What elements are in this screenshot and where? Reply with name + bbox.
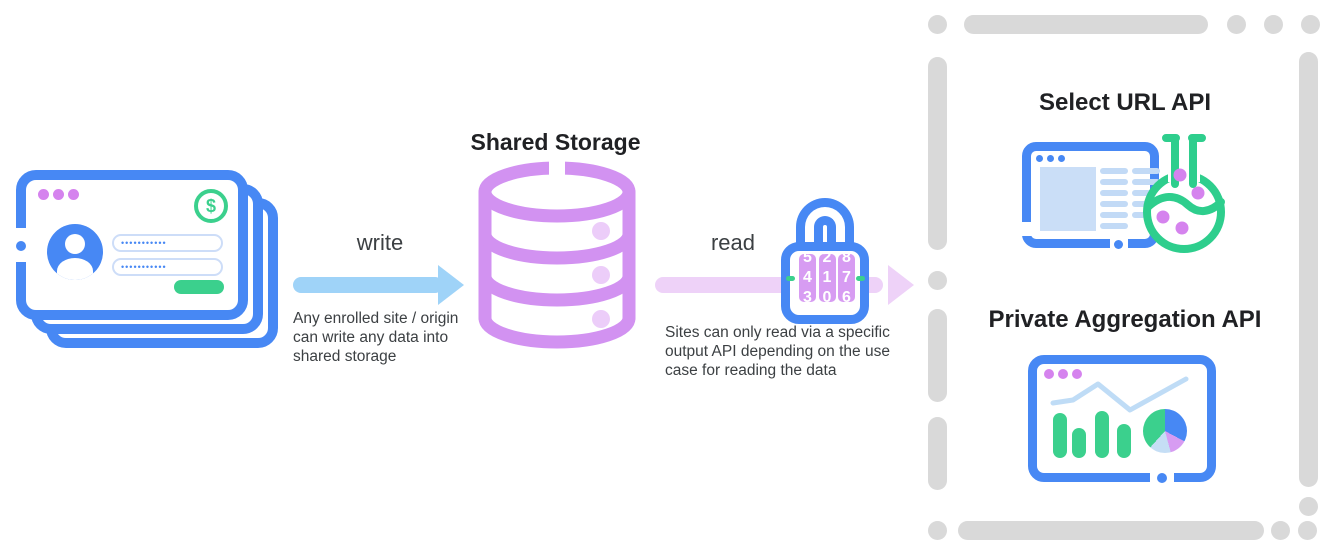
dial-digit-partial: 3: [803, 289, 812, 302]
border-gap: [1018, 222, 1032, 236]
content-line: [1100, 201, 1128, 207]
password-dots: •••••••••••: [121, 262, 167, 272]
dashed-border-segment: [928, 309, 947, 402]
dial-digit: 1: [822, 269, 832, 286]
content-line: [1132, 179, 1160, 185]
dashed-border-dot: [1227, 15, 1246, 34]
content-line: [1100, 212, 1128, 218]
bar: [1053, 413, 1067, 458]
select-url-api-title: Select URL API: [1038, 89, 1212, 116]
password-field-1: •••••••••••: [112, 234, 223, 252]
dial-digit-partial: 5: [803, 254, 812, 266]
dollar-sign: $: [205, 196, 216, 216]
border-dot-icon: [1114, 240, 1123, 249]
password-field-2: •••••••••••: [112, 258, 223, 276]
dial-digit-partial: 0: [822, 289, 832, 302]
dial-wheel-1: 5 4 3: [799, 254, 816, 302]
content-block: [1040, 167, 1096, 231]
dashed-border-dot: [1298, 521, 1317, 540]
window-control-dot-icon: [1036, 155, 1043, 162]
flask-icon: [1143, 132, 1225, 253]
write-description: Any enrolled site / origin can write any…: [293, 310, 459, 366]
write-arrow-head-icon: [438, 265, 464, 305]
window-control-dot-icon: [53, 189, 64, 200]
window-control-dot-icon: [38, 189, 49, 200]
dashed-border-dot: [928, 15, 947, 34]
avatar-icon: [47, 224, 103, 280]
dashed-border-segment: [1299, 52, 1318, 487]
dial-digit-partial: 6: [842, 289, 851, 302]
dial-digit-partial: 8: [842, 254, 851, 266]
window-control-dot-icon: [1058, 155, 1065, 162]
pie-chart-icon: [1143, 409, 1187, 453]
content-line: [1132, 168, 1160, 174]
content-line: [1132, 190, 1160, 196]
window-control-dot-icon: [68, 189, 79, 200]
dollar-badge-icon: $: [194, 189, 228, 223]
bar: [1095, 411, 1109, 458]
dial-digit-partial: 2: [822, 254, 832, 266]
dashed-border-dot: [1264, 15, 1283, 34]
line-chart-icon: [1050, 376, 1189, 413]
dial-wheel-2: 2 1 0: [818, 254, 836, 302]
padlock-shackle-outer-icon: [796, 198, 854, 248]
dashed-border-segment: [928, 417, 947, 490]
read-label: read: [710, 230, 756, 255]
padlock-shackle-inner-icon: [814, 216, 836, 248]
shared-storage-title: Shared Storage: [470, 129, 641, 155]
submit-button-icon: [174, 280, 224, 294]
window-control-dot-icon: [1044, 369, 1054, 379]
content-line: [1100, 223, 1128, 229]
window-control-dot-icon: [1047, 155, 1054, 162]
dashed-border-dot: [928, 521, 947, 540]
database-icon: [478, 160, 636, 349]
write-arrow-icon: [293, 277, 443, 293]
bar: [1117, 424, 1131, 458]
password-dots: •••••••••••: [121, 238, 167, 248]
read-arrow-head-icon: [888, 265, 914, 305]
dashed-border-segment: [958, 521, 1264, 540]
dashed-border-dot: [1271, 521, 1290, 540]
read-description: Sites can only read via a specific outpu…: [665, 324, 890, 380]
dashed-border-dot: [1299, 497, 1318, 516]
combination-dials: 5 4 3 2 1 0 8 7 6: [799, 254, 855, 302]
dashed-border-segment: [964, 15, 1208, 34]
bar-chart-icon: [1050, 410, 1135, 458]
dial-tick-right-icon: [856, 276, 865, 281]
border-dot-icon: [16, 241, 26, 251]
content-line: [1100, 190, 1128, 196]
dial-wheel-3: 8 7 6: [838, 254, 855, 302]
bar: [1072, 428, 1086, 458]
private-aggregation-api-title: Private Aggregation API: [988, 306, 1262, 333]
dashed-border-dot: [928, 271, 947, 290]
dashed-border-dot: [1301, 15, 1320, 34]
content-line: [1100, 168, 1128, 174]
dial-digit: 4: [803, 269, 812, 286]
window-control-dot-icon: [1058, 369, 1068, 379]
dashed-border-segment: [928, 57, 947, 250]
avatar-shoulders: [57, 258, 93, 280]
content-line: [1100, 179, 1128, 185]
avatar-head: [65, 234, 85, 254]
window-control-dot-icon: [1072, 369, 1082, 379]
write-label: write: [356, 230, 404, 255]
dial-tick-left-icon: [786, 276, 795, 281]
border-dot-icon: [1157, 473, 1167, 483]
dial-digit: 7: [842, 269, 851, 286]
